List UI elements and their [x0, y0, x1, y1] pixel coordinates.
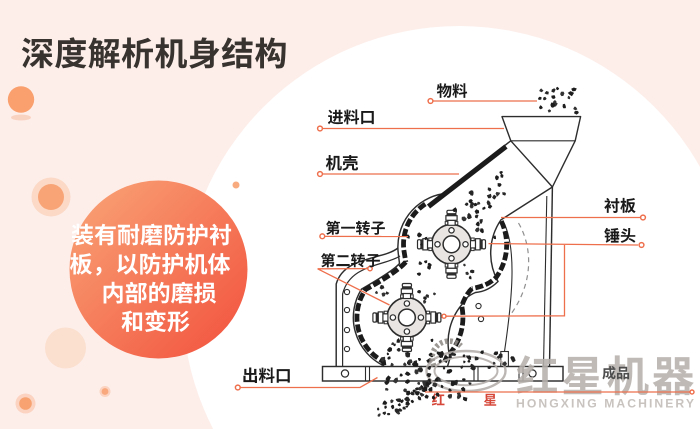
svg-text:HONGXING MACHINERY: HONGXING MACHINERY: [516, 397, 696, 411]
